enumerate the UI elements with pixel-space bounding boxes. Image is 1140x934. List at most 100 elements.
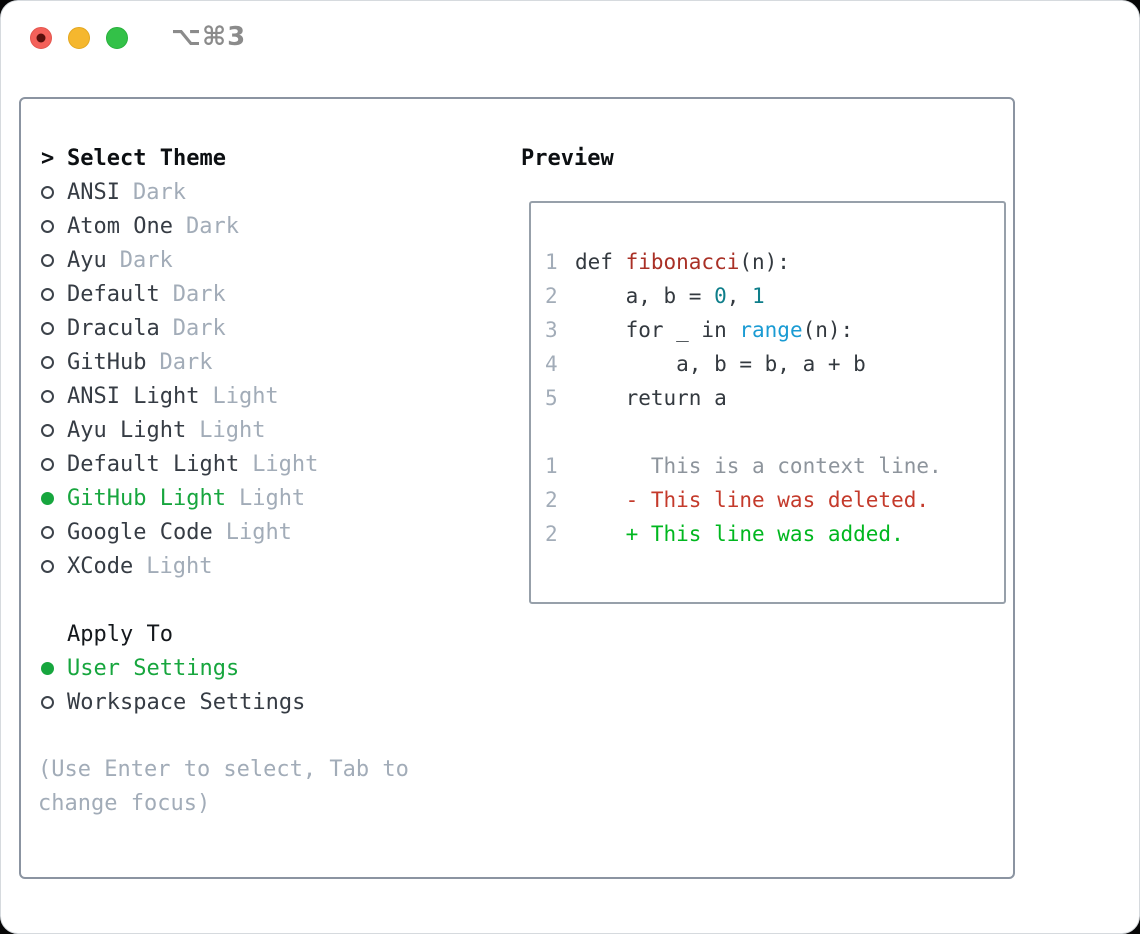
theme-name: Default Light xyxy=(67,451,240,477)
theme-variant-tag: Dark xyxy=(185,213,239,239)
cursor-caret-icon: > xyxy=(41,145,55,171)
theme-option-ansi[interactable]: ANSI Dark xyxy=(38,175,409,209)
line-number: 2 xyxy=(545,522,558,546)
theme-name: Default xyxy=(67,281,160,307)
code-segment-number: 1 xyxy=(752,284,765,308)
theme-name: Google Code xyxy=(67,519,213,545)
select-theme-header-row: > Select Theme xyxy=(38,141,409,175)
code-segment-builtin: range xyxy=(739,318,803,342)
radio-unselected-icon xyxy=(41,253,54,267)
theme-name: GitHub Light xyxy=(67,485,226,511)
theme-name: Atom One xyxy=(67,213,173,239)
spacer xyxy=(38,719,409,753)
line-number: 3 xyxy=(545,318,558,342)
theme-option-xcode[interactable]: XCode Light xyxy=(38,549,409,583)
radio-unselected-icon xyxy=(41,389,54,403)
theme-option-dracula[interactable]: Dracula Dark xyxy=(38,311,409,345)
keyboard-hint-text: (Use Enter to select, Tab to change focus… xyxy=(38,753,409,821)
select-theme-title: Select Theme xyxy=(67,145,226,171)
theme-option-atom-one[interactable]: Atom One Dark xyxy=(38,209,409,243)
theme-name: Dracula xyxy=(67,315,160,341)
line-number: 1 xyxy=(545,454,558,478)
zoom-button[interactable] xyxy=(106,27,128,49)
code-segment-context: This is a context line. xyxy=(575,454,942,478)
diff-line: 2 + This line was added. xyxy=(545,517,1004,551)
code-line: 3 for _ in range(n): xyxy=(545,313,1004,347)
line-number: 2 xyxy=(545,284,558,308)
line-number: 5 xyxy=(545,386,558,410)
radio-unselected-icon xyxy=(41,321,54,335)
radio-unselected-icon xyxy=(41,185,54,199)
radio-selected-icon xyxy=(41,491,54,505)
apply-option-workspace-settings[interactable]: Workspace Settings xyxy=(38,685,409,719)
apply-option-name: User Settings xyxy=(67,655,240,681)
theme-variant-tag: Dark xyxy=(132,179,186,205)
theme-variant-tag: Light xyxy=(212,383,279,409)
code-segment-plain: for _ in xyxy=(575,318,740,342)
theme-variant-tag: Dark xyxy=(159,349,213,375)
diff-preview-block: 1 This is a context line.2 - This line w… xyxy=(545,449,1004,551)
window-title: ⌥⌘3 xyxy=(171,22,247,52)
code-segment-plain: return a xyxy=(575,386,727,410)
code-segment-plain: a, b = b, a + b xyxy=(575,352,866,376)
unsaved-indicator-dot xyxy=(36,33,46,43)
minimize-button[interactable] xyxy=(68,27,90,49)
close-button[interactable] xyxy=(30,27,52,49)
spacer xyxy=(545,415,1004,449)
theme-variant-tag: Dark xyxy=(172,315,226,341)
theme-variant-tag: Light xyxy=(238,485,306,511)
code-line: 2 a, b = 0, 1 xyxy=(545,279,1004,313)
code-segment-number: 0 xyxy=(714,284,727,308)
apply-to-header-row: Apply To xyxy=(38,617,409,651)
theme-option-default[interactable]: Default Dark xyxy=(38,277,409,311)
theme-variant-tag: Dark xyxy=(119,247,173,273)
code-segment-plain: , xyxy=(726,284,753,308)
radio-unselected-icon xyxy=(41,695,54,709)
theme-name: Ayu Light xyxy=(67,417,187,443)
code-segment-plain: def xyxy=(575,250,626,274)
radio-selected-icon xyxy=(41,661,54,675)
code-segment-plain: a, b = xyxy=(575,284,715,308)
apply-to-title: Apply To xyxy=(67,621,173,647)
line-number: 2 xyxy=(545,488,558,512)
code-segment-deleted: - This line was deleted. xyxy=(575,488,930,512)
code-line: 5 return a xyxy=(545,381,1004,415)
diff-line: 2 - This line was deleted. xyxy=(545,483,1004,517)
theme-option-google-code[interactable]: Google Code Light xyxy=(38,515,409,549)
theme-name: ANSI xyxy=(67,179,120,205)
theme-variant-tag: Light xyxy=(146,553,213,579)
line-number: 4 xyxy=(545,352,558,376)
theme-variant-tag: Light xyxy=(199,417,266,443)
theme-option-ayu-light[interactable]: Ayu Light Light xyxy=(38,413,409,447)
code-segment-plain: (n): xyxy=(802,318,854,342)
apply-option-user-settings[interactable]: User Settings xyxy=(38,651,409,685)
code-segment-function: fibonacci xyxy=(625,250,740,274)
radio-unselected-icon xyxy=(41,355,54,369)
hint-line: change focus) xyxy=(38,791,211,816)
titlebar: ⌥⌘3 xyxy=(1,1,1139,71)
theme-name: ANSI Light xyxy=(67,383,200,409)
theme-option-ansi-light[interactable]: ANSI Light Light xyxy=(38,379,409,413)
preview-title: Preview xyxy=(521,145,614,171)
theme-variant-tag: Light xyxy=(225,519,292,545)
theme-variant-tag: Dark xyxy=(172,281,226,307)
code-segment-plain: (n): xyxy=(739,250,790,274)
hint-line: (Use Enter to select, Tab to xyxy=(38,757,409,782)
code-line: 4 a, b = b, a + b xyxy=(545,347,1004,381)
spacer xyxy=(38,583,409,617)
diff-line: 1 This is a context line. xyxy=(545,449,1004,483)
theme-name: XCode xyxy=(67,553,134,579)
theme-option-github-light[interactable]: GitHub Light Light xyxy=(38,481,409,515)
apply-option-name: Workspace Settings xyxy=(67,689,306,715)
